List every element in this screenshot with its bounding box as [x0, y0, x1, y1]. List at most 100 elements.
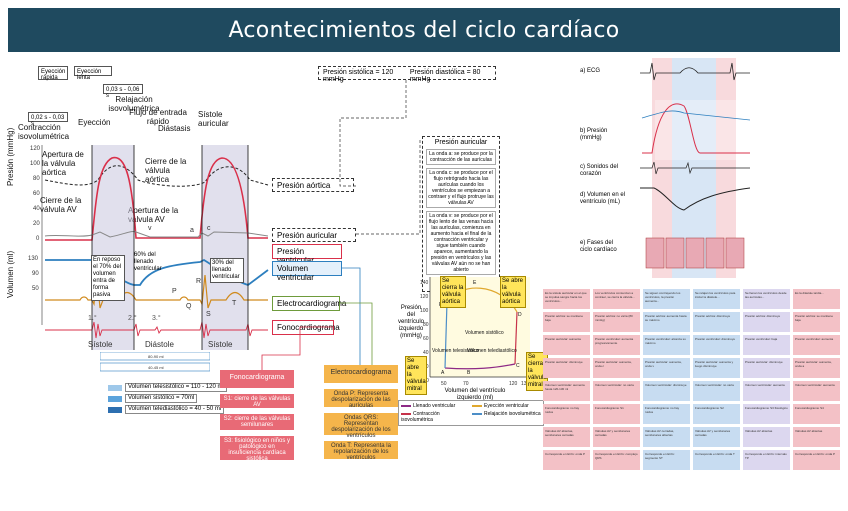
svg-text:40: 40: [423, 350, 429, 356]
p-tick-80: 80: [33, 176, 40, 182]
phase-table: Es la sístole auricular en el que se imp…: [543, 289, 840, 470]
svg-text:Volumen telesistólico: Volumen telesistólico: [432, 348, 479, 354]
note-30-filling: 30% del llenado ventricular: [210, 258, 244, 283]
table-cell: Válvulas AV y semilunares cerradas: [593, 427, 640, 447]
phono-s3: S3: fisiológico en niños y patológico en…: [220, 436, 294, 462]
slow-ejection-label: Eyección lenta: [77, 69, 102, 81]
table-cell: Presión aórtica: aumenta hasta su máximo: [643, 312, 690, 332]
legend-ejection: Eyección ventricular: [484, 403, 529, 409]
svg-text:A: A: [441, 370, 445, 376]
event-aortic-open: Apertura de la válvula aórtica: [42, 150, 84, 177]
phase-rapid-inflow: Flujo de entrada rápido: [129, 108, 187, 126]
aortic-open-note: Se abre la válvula aórtica: [500, 276, 526, 308]
svg-text:70: 70: [463, 381, 469, 387]
v-tick-130: 130: [28, 256, 39, 262]
interval-box-2: 0,02 s - 0,03 s: [28, 112, 68, 127]
p-tick-20: 20: [33, 221, 40, 227]
sound-3: 3.°: [152, 314, 161, 322]
panel-label-ecg: a) ECG: [580, 68, 601, 74]
svg-text:E: E: [473, 280, 477, 286]
table-cell: Corresponde en ECG: segmento ST: [643, 450, 690, 470]
rapid-ejection-box: Eyección rápida: [38, 66, 68, 81]
phono-title: Fonocardiograma: [220, 370, 294, 388]
table-cell: Volumen ventricular: aumenta hasta 120-1…: [543, 381, 590, 401]
v-tick-90: 90: [32, 271, 39, 277]
table-cell: Se relajan los ventrículos para iniciar …: [693, 289, 740, 309]
ecg-box: Electrocardiograma Onda P: Representa de…: [324, 365, 398, 461]
legend-filling: Llenado ventricular: [413, 403, 456, 409]
svg-text:B: B: [467, 370, 471, 376]
svg-text:120: 120: [509, 381, 518, 387]
event-av-open: Apertura de la válvula AV: [128, 206, 179, 224]
legend-stroke: Volumen sistólico = 70ml: [125, 394, 198, 403]
table-cell: Presión aórtica: no varía (80 mmHg): [593, 312, 640, 332]
table-cell: Válvulas AV abiertas: [743, 427, 790, 447]
event-aortic-close: Cierre de la válvula aórtica: [145, 157, 187, 184]
svg-text:50: 50: [441, 381, 447, 387]
svg-text:100: 100: [420, 308, 429, 314]
svg-text:0: 0: [426, 378, 429, 384]
diastolic-pressure: Presión diastólica = 80 mmHg: [409, 69, 481, 83]
sound-1: 1.°: [88, 314, 97, 322]
atrial-pressure-label: Presión auricular: [272, 228, 356, 242]
atrial-box-title: Presión auricular: [434, 139, 488, 146]
table-cell: Volumen ventricular: no varía: [593, 381, 640, 401]
svg-text:Volumen telediastólico: Volumen telediastólico: [467, 348, 517, 354]
mitral-open-note: Se abre la válvula mitral: [405, 356, 427, 395]
v-tick-50: 50: [32, 286, 39, 292]
table-cell: Presión auricular: aumenta, onda c: [593, 358, 640, 378]
volume-legend: Volumen telesistólico = 110 - 120 ml Vol…: [108, 383, 227, 414]
pressure-summary: Presión sistólica = 120 mmHg Presión dia…: [318, 66, 496, 83]
table-cell: Fonocardiograma: S3 fisiológico: [743, 404, 790, 424]
note-passive-filling: En reposo el 70% del volumen entra de fo…: [91, 255, 125, 301]
label-sistole-2: Sístole: [208, 340, 233, 349]
ecg-r: R: [196, 278, 201, 285]
table-cell: Presión ventricular: aumenta progresivam…: [593, 335, 640, 355]
svg-text:80: 80: [423, 322, 429, 328]
svg-text:Volumen sistólico: Volumen sistólico: [465, 330, 504, 336]
ventricular-pressure-label: Presión ventricular: [272, 244, 342, 265]
legend-relaxation: Relajación isovolumétrica: [484, 411, 541, 417]
table-cell: Fonocardiograma: S2: [693, 404, 740, 424]
table-cell: Presión auricular: aumenta, onda a: [793, 358, 840, 378]
interval-box-1: 0,03 s - 0,06 s: [103, 84, 143, 99]
ecg-title: Electrocardiograma: [324, 365, 398, 383]
table-cell: Válvulas AV cerradas, semilunares abiert…: [643, 427, 690, 447]
ventricular-volume-label: Volumen ventricular: [272, 261, 342, 282]
panel-label-phases: e) Fases del ciclo cardíaco: [580, 240, 617, 253]
wiggers-diagram: 120 100 80 60 40 20 0 130 90 50 a c v P …: [28, 145, 269, 350]
table-cell: Es la diástole tardía...: [793, 289, 840, 309]
table-cell: Presión ventricular: alcanza su máximo: [643, 335, 690, 355]
table-cell: Presión auricular: disminuye: [743, 358, 790, 378]
ecg-p: P: [172, 288, 177, 295]
table-cell: Presión auricular: aumenta, onda v: [643, 358, 690, 378]
wave-a: a: [190, 227, 194, 234]
table-cell: Se llenan los ventrículos desde las aurí…: [743, 289, 790, 309]
phono-s1: S1: cierre de las válvulas AV: [220, 394, 294, 408]
table-cell: Volumen ventricular: aumenta: [793, 381, 840, 401]
event-av-close: Cierre de la válvula AV: [40, 196, 82, 214]
interval-label-1: 0,03 s - 0,06 s: [106, 87, 140, 99]
label-sistole-1: Sístole: [88, 340, 113, 349]
ecg-q: Q: [186, 303, 192, 310]
panel-label-sounds: c) Sonidos del corazón: [580, 164, 619, 177]
wave-v-note: La onda v: se produce por el flujo lento…: [426, 211, 496, 275]
p-tick-100: 100: [30, 161, 41, 167]
table-cell: Válvulas AV abiertas, semilunares cerrad…: [543, 427, 590, 447]
table-cell: Corresponde en ECG: onda T: [693, 450, 740, 470]
table-cell: Presión aórtica: se mantiene baja: [543, 312, 590, 332]
p-tick-60: 60: [33, 191, 40, 197]
phase-atrial-systole: Sístole auricular: [198, 110, 229, 128]
table-cell: Presión aórtica: disminuye: [693, 312, 740, 332]
svg-text:40-45 ml: 40-45 ml: [148, 365, 164, 370]
table-cell: Fonocardiograma: no hay ruidos: [543, 404, 590, 424]
panel-label-volume: d) Volumen en el ventrículo (mL): [580, 192, 626, 205]
ecg-qrs-desc: Ondas QRS: Representan despolarización d…: [324, 413, 398, 439]
rapid-ejection-label: Eyección rápida: [41, 69, 66, 81]
ecg-p-desc: Onda P: Representa despolarización de la…: [324, 389, 398, 409]
wave-c-note: La onda c: se produce por el flujo retró…: [426, 168, 496, 208]
page-title: Acontecimientos del ciclo cardíaco: [228, 17, 620, 43]
svg-text:80-90 ml: 80-90 ml: [148, 354, 164, 359]
svg-text:D: D: [518, 312, 522, 318]
table-cell: Presión aórtica: se mantiene baja: [793, 312, 840, 332]
